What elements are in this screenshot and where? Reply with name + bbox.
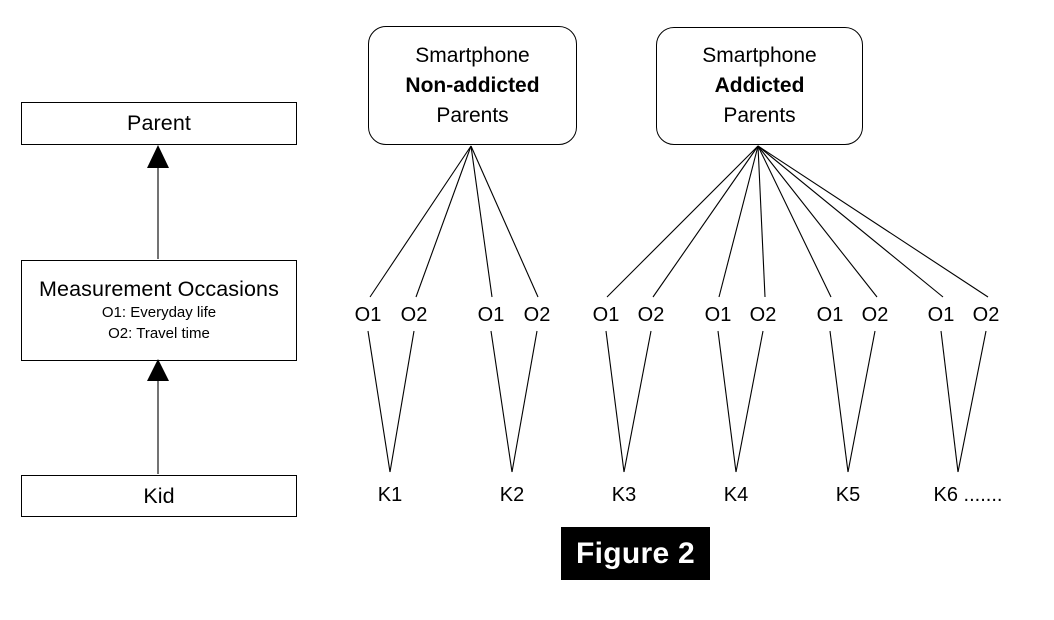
group-node-addicted-parents[interactable]: Smartphone Addicted Parents — [656, 27, 863, 145]
kid-label: K3 — [611, 484, 637, 506]
occasion-label: O1 — [816, 304, 844, 326]
group-non-addicted-line3: Parents — [436, 103, 509, 127]
occasion-label: O1 — [592, 304, 620, 326]
group-addicted-line2: Addicted — [714, 74, 805, 97]
occasion-label: O1 — [354, 304, 382, 326]
legend-box-parent: Parent — [21, 102, 297, 145]
occasion-label: O1 — [477, 304, 505, 326]
legend-measurement-line2: O2: Travel time — [108, 325, 210, 342]
legend-kid-title: Kid — [143, 483, 175, 508]
legend-measurement-title: Measurement Occasions — [39, 277, 279, 301]
occasion-label: O2 — [861, 304, 889, 326]
figure-caption: Figure 2 — [561, 527, 710, 580]
occasion-label: O2 — [972, 304, 1000, 326]
legend-parent-title: Parent — [127, 111, 191, 135]
v-connector-k5 — [829, 330, 876, 473]
occasion-label: O2 — [637, 304, 665, 326]
legend-box-measurement-occasions: Measurement Occasions O1: Everyday life … — [21, 260, 297, 361]
kid-label: K5 — [835, 484, 861, 506]
occasion-label: O2 — [400, 304, 428, 326]
group-non-addicted-line2: Non-addicted — [405, 73, 540, 97]
group-addicted-line3: Parents — [723, 104, 796, 127]
occasion-label: O2 — [523, 304, 551, 326]
kid-label: K1 — [377, 484, 403, 506]
kid-label: K6 ....... — [933, 484, 1003, 506]
fan-addicted-to-occasions — [606, 145, 989, 298]
v-connector-k1 — [367, 330, 415, 473]
legend-arrow-measurement-to-parent — [147, 145, 169, 259]
kid-label: K4 — [723, 484, 749, 506]
fan-non-addicted-to-occasions — [369, 145, 539, 298]
v-connector-k3 — [605, 330, 652, 473]
occasion-label: O2 — [749, 304, 777, 326]
group-non-addicted-line1: Smartphone — [415, 43, 530, 67]
occasion-label: O1 — [704, 304, 732, 326]
legend-arrow-kid-to-measurement — [147, 359, 169, 474]
legend-measurement-line1: O1: Everyday life — [101, 304, 217, 321]
kid-label: K2 — [499, 484, 525, 506]
group-addicted-line1: Smartphone — [702, 44, 817, 67]
v-connector-k4 — [717, 330, 764, 473]
v-connector-k6 — [940, 330, 987, 473]
occasion-label: O1 — [927, 304, 955, 326]
group-node-non-addicted-parents[interactable]: Smartphone Non-addicted Parents — [368, 26, 577, 145]
v-connector-k2 — [490, 330, 538, 473]
legend-box-kid: Kid — [21, 475, 297, 517]
